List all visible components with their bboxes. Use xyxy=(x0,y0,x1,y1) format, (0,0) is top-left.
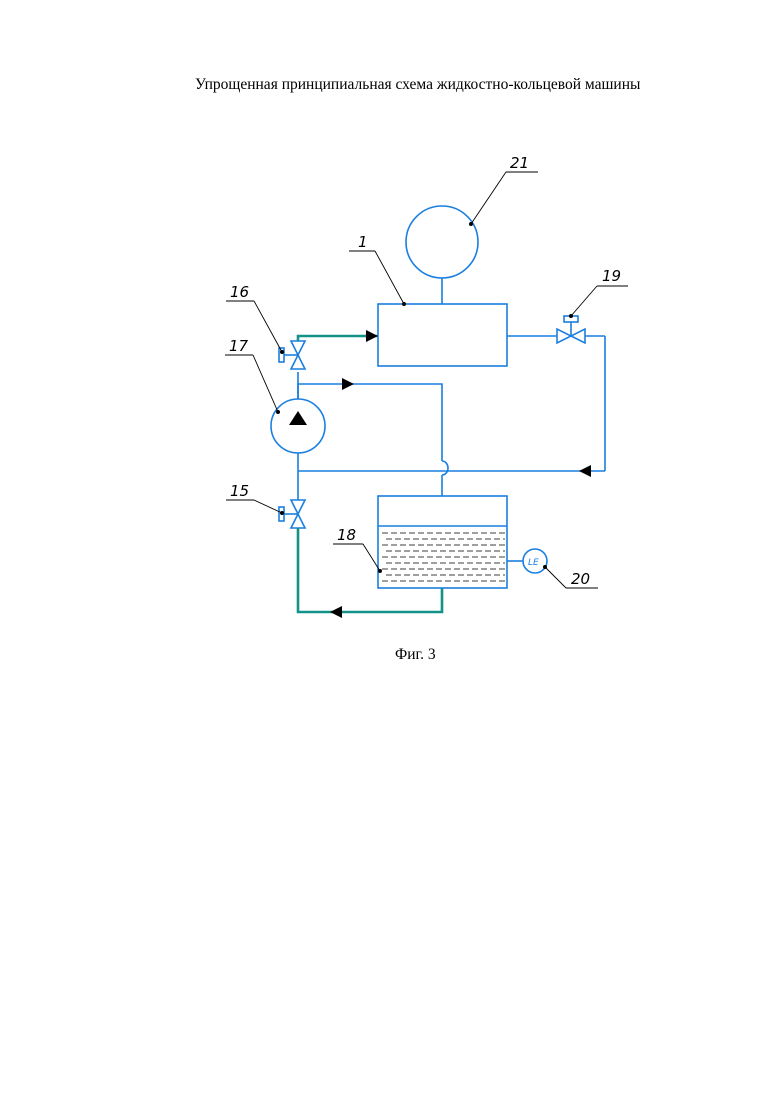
callout-18: 18 xyxy=(333,526,382,573)
svg-text:18: 18 xyxy=(337,526,356,544)
drain-flow-arrow xyxy=(330,606,342,618)
pump-17 xyxy=(271,399,325,453)
discharge-flow-arrow xyxy=(342,378,354,390)
svg-text:17: 17 xyxy=(229,337,249,355)
svg-text:1: 1 xyxy=(358,233,368,251)
valve-19 xyxy=(557,316,585,343)
tank-18 xyxy=(378,496,507,588)
svg-text:16: 16 xyxy=(230,283,249,301)
callout-21: 21 xyxy=(469,154,538,226)
figure-caption: Фиг. 3 xyxy=(395,646,436,664)
supply-flow-arrow xyxy=(366,330,378,342)
callout-19: 19 xyxy=(569,267,628,318)
svg-text:19: 19 xyxy=(602,267,621,285)
svg-text:20: 20 xyxy=(571,570,590,588)
callout-1: 1 xyxy=(349,233,406,306)
machine-body-1 xyxy=(378,304,507,366)
callout-15: 15 xyxy=(226,482,284,515)
pipe-crossover-hop xyxy=(442,461,448,475)
pump-direction-triangle xyxy=(289,411,307,425)
return-flow-arrow xyxy=(579,465,591,477)
svg-text:15: 15 xyxy=(230,482,249,500)
receiver-vessel-21 xyxy=(406,206,478,278)
tank-drain-line xyxy=(298,528,442,612)
valve-16 xyxy=(279,341,305,369)
callout-20: 20 xyxy=(543,565,598,588)
callout-17: 17 xyxy=(225,337,280,414)
pump-discharge-line xyxy=(298,384,442,461)
svg-text:21: 21 xyxy=(510,154,529,172)
level-sensor-label: LE xyxy=(528,558,539,568)
tank-liquid-hatching xyxy=(382,533,505,581)
